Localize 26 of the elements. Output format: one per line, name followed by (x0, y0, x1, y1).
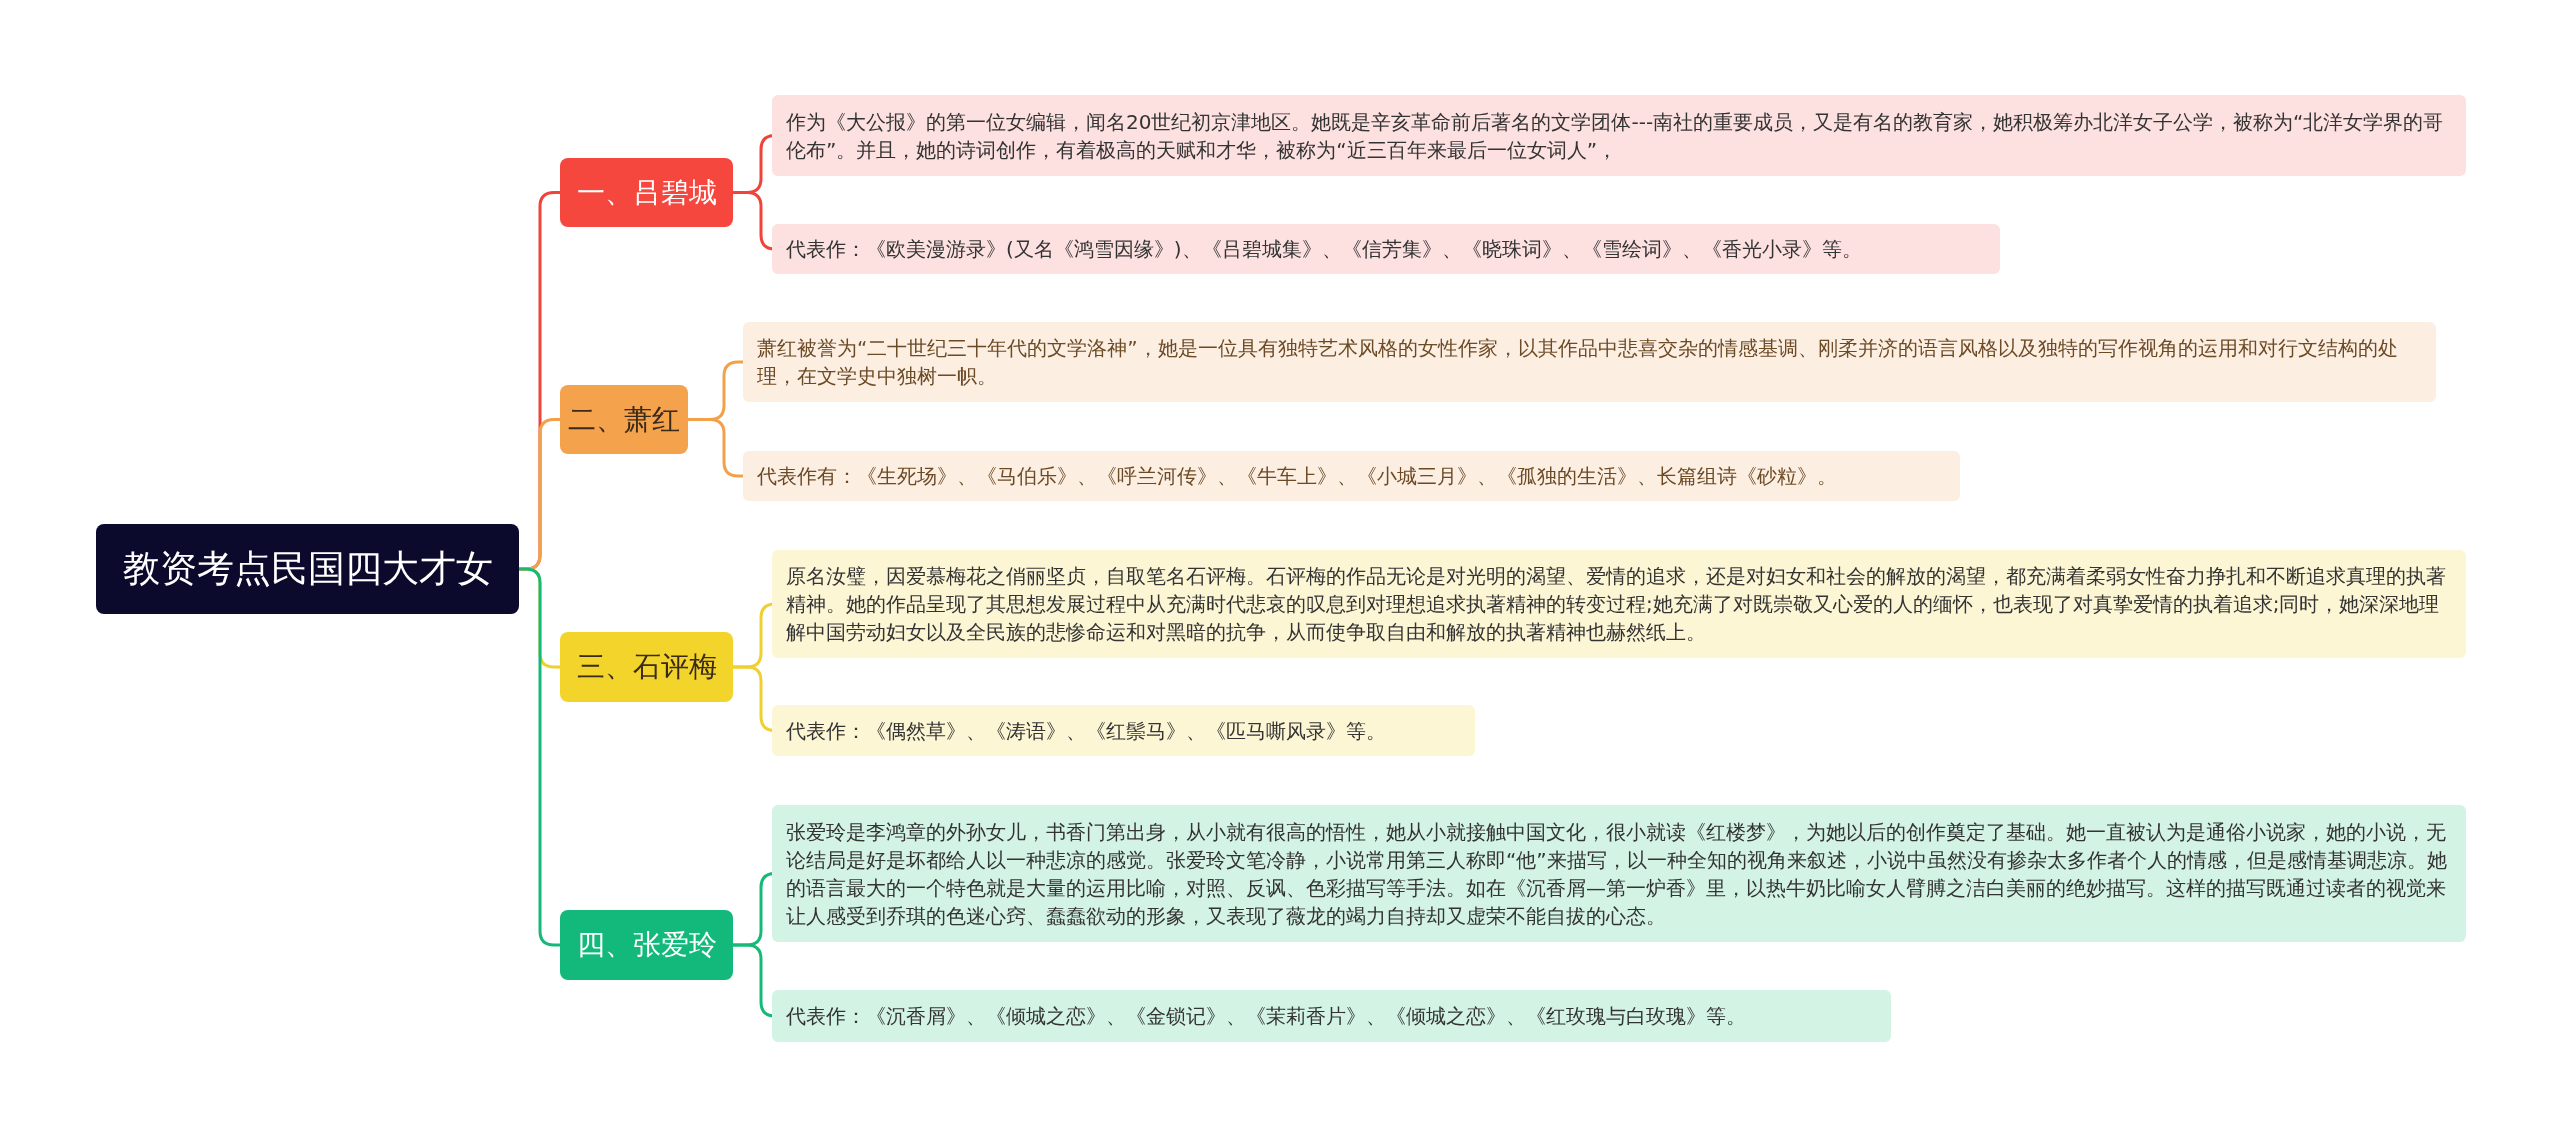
topic-text: 三、石评梅 (576, 649, 717, 685)
note-text: 张爱玲是李鸿章的外孙女儿，书香门第出身，从小就有很高的悟性，她从小就接触中国文化，很小就读《红楼梦》，为她以后的创作奠定了基础。她一直被认为是通俗小说家，她的小说，无论结局是好是坏都给人以一种悲凉的感觉。张爱玲文笔冷静，小说常用第三人称即“他”来描写，以一种全知的视角来叙述，小说中虽然没有掺杂太多作者个人的情感，但是感情基调悲凉。她的语言最大的一个特色就是大量的运用比喻，对照、反讽、色彩描写等手法。如在《沉香屑—第一炉香》里，以热牛奶比喻女人臂膊之洁白美丽的绝妙描写。这样的描写既通过读者的视觉来让人感受到乔琪的色迷心窍、蠢蠢欲动的形象，又表现了薇龙的竭力自持却又虚荣不能自拔的心态。 (786, 818, 2448, 930)
note-text: 原名汝璧，因爱慕梅花之俏丽坚贞，自取笔名石评梅。石评梅的作品无论是对光明的渴望、爱情的追求，还是对妇女和社会的解放的渴望，都充满着柔弱女性奋力挣扎和不断追求真理的执著精神。她的作品呈现了其思想发展过程中从充满时代悲哀的叹息到对理想追求执著精神的转变过程;她充满了对既崇敬又心爱的人的缅怀，也表现了对真挚爱情的执着追求;同时，她深深地理解中国劳动妇女以及全民族的悲惨命运和对黑暗的抗争，从而使争取自由和解放的执著精神也赫然纸上。 (786, 563, 2447, 646)
note-text: 代表作：《欧美漫游录》(又名《鸿雪因缘》)、《吕碧城集》、《信芳集》、《晓珠词》、《雪绘词》、《香光小录》等。 (786, 236, 1862, 263)
topic-text: 四、张爱玲 (576, 927, 717, 963)
note-text: 代表作：《偶然草》、《涛语》、《红鬃马》、《匹马嘶风录》等。 (786, 717, 1386, 745)
topic-text: 教资考点民国四大才女 (122, 546, 493, 593)
note-box (772, 805, 2466, 942)
topic-text: 二、萧红 (568, 401, 680, 438)
note-box (772, 224, 2000, 274)
topic-text: 一、吕碧城 (576, 174, 717, 211)
note-text: 萧红被誉为“二十世纪三十年代的文学洛神”，她是一位具有独特艺术风格的女性作家，以其作品中悲喜交杂的情感基调、刚柔并济的语言风格以及独特的写作视角的运用和对行文结构的处理，在文学史中独树一帜。 (757, 335, 2399, 390)
branch-topic-box (560, 632, 733, 702)
note-box (743, 451, 1960, 501)
branch-topic-box (560, 158, 733, 227)
root-topic-box (96, 524, 519, 614)
branch-topic-box (560, 910, 733, 980)
branch-topic-box (560, 385, 688, 454)
note-box (772, 550, 2466, 658)
note-box (772, 95, 2466, 176)
note-box (772, 990, 1891, 1042)
note-text: 代表作有：《生死场》、《马伯乐》、《呼兰河传》、《牛车上》、《小城三月》、《孤独的生活》、长篇组诗《砂粒》。 (757, 463, 1837, 490)
note-text: 代表作：《沉香屑》、《倾城之恋》、《金锁记》、《茉莉香片》、《倾城之恋》、《红玫瑰与白玫瑰》等。 (786, 1003, 1746, 1030)
note-text: 作为《大公报》的第一位女编辑，闻名20世纪初京津地区。她既是辛亥革命前后著名的文学团体---南社的重要成员，又是有名的教育家，她积极筹办北洋女子公学，被称为“北洋女学界的哥伦布”。并且，她的诗词创作，有着极高的天赋和才华，被称为“近三百年来最后一位女词人”， (786, 108, 2445, 164)
note-box (743, 322, 2436, 402)
note-box (772, 705, 1475, 756)
